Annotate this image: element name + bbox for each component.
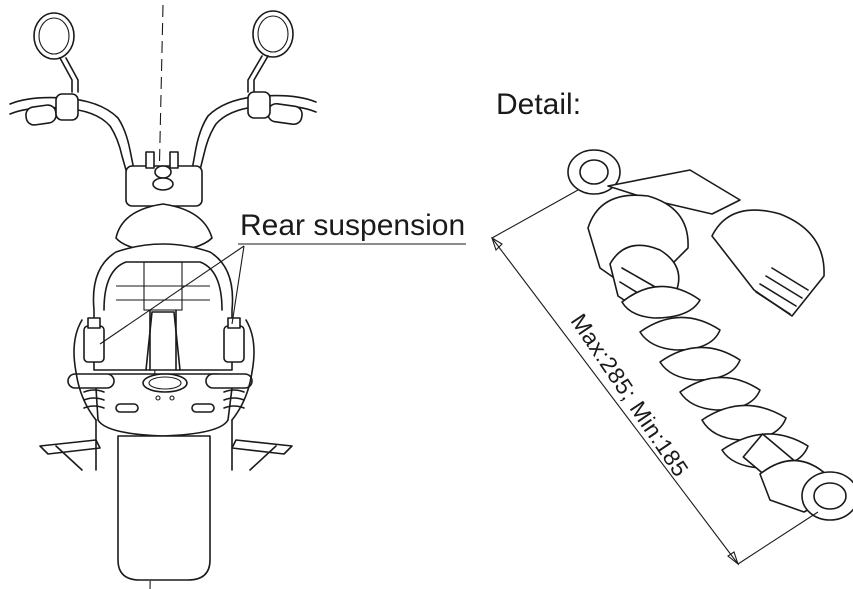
right-indicator	[205, 373, 253, 389]
left-footrest	[39, 439, 101, 471]
gas-reservoir	[711, 209, 825, 317]
left-mirror	[33, 12, 79, 93]
right-mirror	[247, 10, 294, 93]
right-rear-shock	[223, 317, 255, 421]
left-rear-shock	[73, 317, 105, 421]
right-grip	[267, 102, 303, 126]
steering-stem	[125, 151, 203, 207]
scooter-front-view	[9, 4, 317, 589]
scooter-body	[92, 243, 234, 371]
right-footrest	[231, 439, 293, 471]
detail-title: Detail:	[496, 88, 582, 121]
callout-leaders	[99, 243, 466, 345]
rear-lamp-assembly	[95, 373, 233, 437]
shock-absorber-detail	[567, 149, 853, 521]
left-switch-housing	[55, 93, 79, 121]
handlebar	[9, 91, 317, 171]
spring	[621, 285, 809, 469]
right-switch-housing	[247, 91, 271, 119]
rear-suspension-label: Rear suspension	[240, 209, 466, 242]
left-indicator	[67, 373, 115, 389]
dimension-line	[491, 189, 819, 566]
left-grip	[25, 104, 57, 126]
rear-wheel	[117, 435, 211, 581]
